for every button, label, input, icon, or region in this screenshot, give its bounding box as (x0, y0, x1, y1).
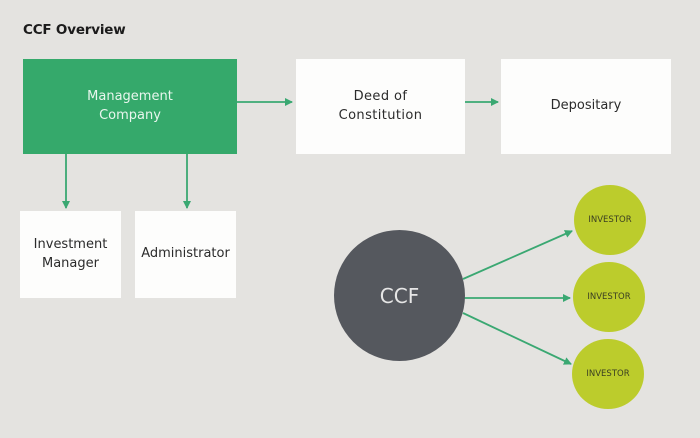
investor-label: INVESTOR (586, 369, 630, 379)
investment-manager-box: Investment Manager (20, 211, 121, 298)
depositary-label: Depositary (550, 98, 622, 114)
investor-circle: INVESTOR (573, 262, 645, 332)
management-company-label: Management Company (87, 88, 173, 123)
diagram-title: CCF Overview (23, 22, 126, 38)
management-company-box: Management Company (23, 59, 237, 154)
depositary-box: Depositary (501, 59, 671, 154)
investor-circle: INVESTOR (572, 339, 644, 409)
administrator-label: Administrator (141, 246, 230, 262)
investment-manager-label: Investment Manager (33, 236, 108, 271)
arrow-ccf-to-investor-3 (462, 312, 572, 365)
investor-label: INVESTOR (587, 292, 631, 302)
ccf-circle: CCF (334, 230, 465, 361)
investor-circle: INVESTOR (574, 185, 646, 255)
ccf-label: CCF (379, 283, 420, 308)
deed-of-constitution-box: Deed of Constitution (296, 59, 465, 154)
investor-label: INVESTOR (588, 215, 632, 225)
administrator-box: Administrator (135, 211, 236, 298)
deed-of-constitution-label: Deed of Constitution (338, 88, 423, 123)
arrow-ccf-to-investor-1 (462, 230, 573, 280)
